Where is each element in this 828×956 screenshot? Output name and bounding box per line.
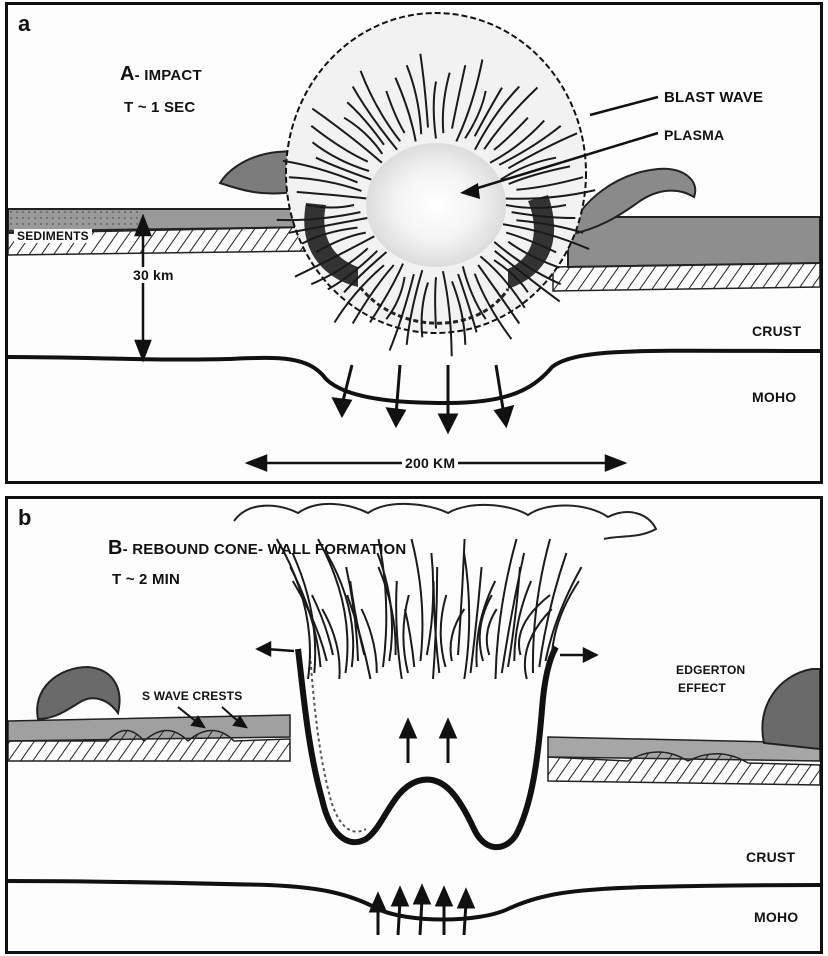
plume-ray bbox=[464, 553, 469, 679]
plume-ray bbox=[412, 539, 423, 661]
plume-ray bbox=[441, 595, 447, 667]
sediment-dots-left bbox=[8, 211, 138, 231]
panel-b-title-prefix: B bbox=[108, 537, 123, 559]
blast-wave-leader bbox=[590, 97, 658, 115]
label-depth: 30 km bbox=[130, 267, 177, 283]
plume-ray bbox=[552, 581, 579, 655]
label-moho-b: MOHO bbox=[754, 909, 798, 925]
plume-ray bbox=[277, 539, 310, 679]
rebound-rays bbox=[277, 539, 582, 679]
cloud-top bbox=[234, 504, 656, 539]
plasma-core bbox=[366, 143, 506, 267]
plume-ray bbox=[396, 581, 402, 679]
crust-hatch-right bbox=[553, 263, 820, 291]
label-s-wave-crests: S WAVE CRESTS bbox=[142, 689, 242, 703]
panel-a-impact: a A- IMPACT T ~ 1 SEC BLAST WAVE PLASMA … bbox=[5, 2, 823, 484]
blast-ray bbox=[435, 277, 436, 328]
panel-b-title-text: - REBOUND CONE- WALL FORMATION bbox=[123, 541, 407, 558]
panel-b-drawing bbox=[8, 499, 820, 951]
label-edgerton-2: EFFECT bbox=[678, 681, 726, 695]
panel-b-letter: b bbox=[18, 505, 32, 531]
moho-arrows-b bbox=[371, 887, 473, 935]
plume-ray bbox=[362, 609, 377, 673]
plume-ray bbox=[347, 595, 370, 679]
plume-ray bbox=[403, 595, 408, 673]
panel-a-title-text: - IMPACT bbox=[135, 67, 202, 84]
label-blast-wave: BLAST WAVE bbox=[664, 89, 763, 106]
panel-a-letter: a bbox=[18, 11, 30, 37]
moho-line-a bbox=[8, 351, 820, 403]
moho-arrows-a bbox=[334, 365, 512, 431]
panel-a-title-prefix: A bbox=[120, 63, 135, 85]
label-scale: 200 KM bbox=[402, 455, 458, 471]
panel-a-time: T ~ 1 SEC bbox=[124, 99, 195, 116]
panel-b-rebound: b B- REBOUND CONE- WALL FORMATION T ~ 2 … bbox=[5, 496, 823, 954]
label-crust-b: CRUST bbox=[746, 849, 795, 865]
plume-ray bbox=[427, 553, 433, 655]
label-moho-a: MOHO bbox=[752, 389, 796, 405]
plume-ray bbox=[405, 609, 414, 667]
label-sediments: SEDIMENTS bbox=[14, 229, 92, 243]
label-plasma: PLASMA bbox=[664, 127, 724, 143]
moho-line-b bbox=[8, 881, 820, 920]
panel-a-title: A- IMPACT bbox=[120, 63, 202, 86]
rebound-cone-inner bbox=[310, 655, 366, 832]
label-crust-a: CRUST bbox=[752, 323, 801, 339]
plume-ray bbox=[546, 567, 582, 661]
panel-b-time: T ~ 2 MIN bbox=[112, 571, 180, 588]
plume-ray bbox=[327, 553, 354, 667]
wave-curl-left bbox=[37, 667, 119, 719]
wave-curl-right bbox=[762, 669, 820, 749]
label-edgerton-1: EDGERTON bbox=[676, 663, 745, 677]
plume-ray bbox=[458, 539, 465, 655]
plume-ray bbox=[487, 609, 497, 655]
cone-arrows bbox=[401, 721, 455, 763]
panel-b-title: B- REBOUND CONE- WALL FORMATION bbox=[108, 537, 406, 560]
sediment-layer-right bbox=[568, 217, 820, 267]
